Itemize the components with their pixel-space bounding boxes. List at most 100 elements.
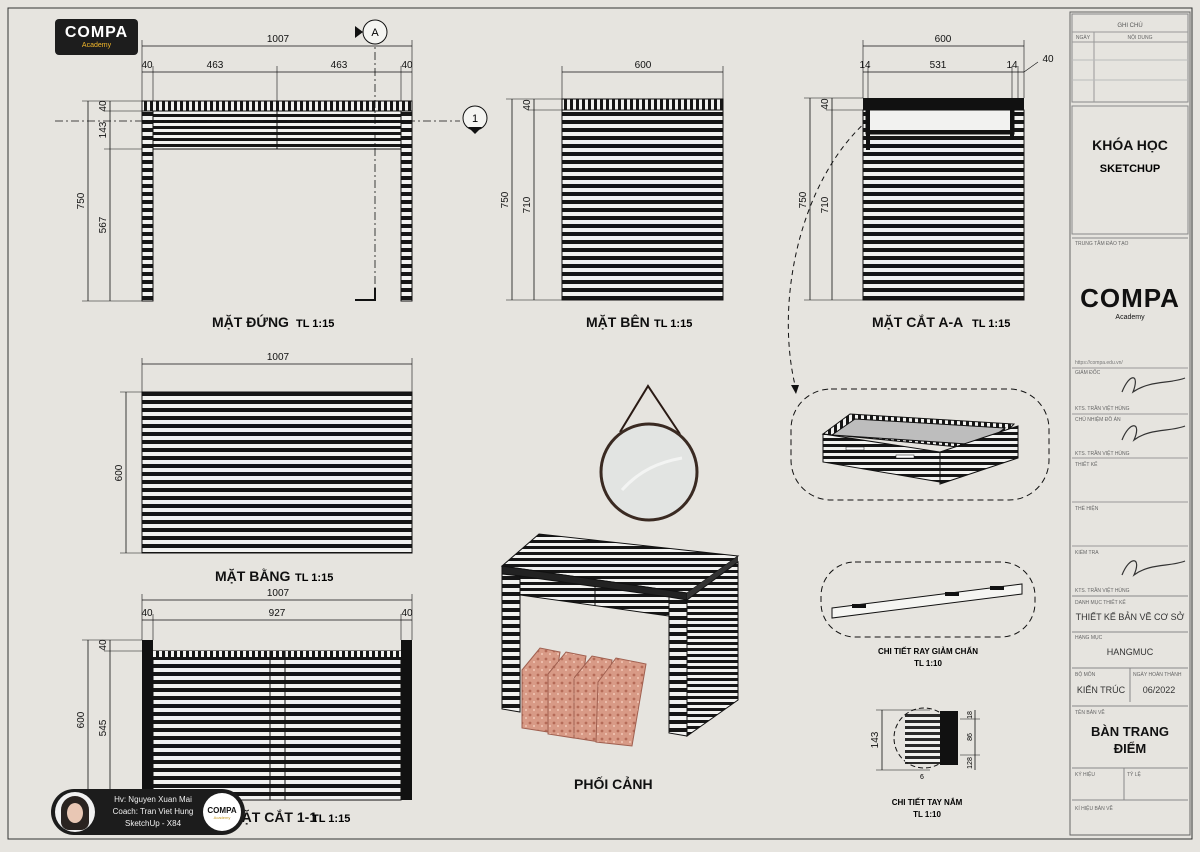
student-logo: COMPA Academy bbox=[203, 793, 241, 831]
chief-signature bbox=[1121, 425, 1186, 442]
director-name: KTS. TRẦN VIỆT HÙNG bbox=[1075, 404, 1130, 412]
logo-text: COMPA bbox=[64, 24, 129, 41]
aa-dim-h-top: 40 bbox=[820, 98, 831, 110]
side-view: 600 750 40 710 MẶT BÊN TL 1:15 bbox=[500, 60, 724, 330]
perspective-illustration: PHỐI CẢNH bbox=[500, 533, 740, 792]
aa-scale: TL 1:15 bbox=[972, 318, 1010, 330]
elev-title: MẶT ĐỨNG bbox=[212, 313, 289, 330]
sheet-label: TÊN BẢN VẼ bbox=[1075, 708, 1105, 716]
rail-title: CHI TIẾT RAY GIẢM CHẤN bbox=[878, 646, 978, 656]
title-block: GHI CHÚ NGÀY NỘI DUNG KHÓA HỌC SKETCHUP … bbox=[1071, 13, 1189, 812]
date-label: NGÀY HOÀN THÀNH bbox=[1133, 671, 1182, 678]
elev-dim-h-top: 40 bbox=[98, 100, 109, 112]
col-a: NGÀY bbox=[1076, 34, 1091, 41]
notes-header: GHI CHÚ bbox=[1117, 22, 1142, 29]
director-label: GIÁM ĐỐC bbox=[1075, 369, 1101, 376]
aa-dim-right: 14 bbox=[1006, 60, 1018, 71]
elev-dim-a: 463 bbox=[207, 60, 224, 71]
side-dim-width: 600 bbox=[635, 60, 652, 71]
sheet-border bbox=[7, 7, 1193, 840]
logo-sub: Academy bbox=[81, 42, 112, 49]
side-dim-h-body: 710 bbox=[522, 196, 533, 213]
rail-scale: TL 1:10 bbox=[914, 659, 942, 668]
elev-dim-left: 40 bbox=[141, 60, 153, 71]
student-line1: Hv: Nguyen Xuan Mai bbox=[114, 795, 192, 804]
plan-dim-width: 1007 bbox=[267, 352, 290, 363]
scale-label: TỶ LỆ bbox=[1127, 770, 1142, 778]
aa-dim-h-total: 750 bbox=[798, 191, 809, 208]
elevation-view: 1007 40 463 463 40 750 40 143 567 A bbox=[55, 19, 488, 330]
sheetno-label: KÝ HIỆU bbox=[1075, 770, 1095, 778]
elev-scale: TL 1:15 bbox=[296, 318, 334, 330]
aa-dim-left: 14 bbox=[859, 60, 871, 71]
handle-dim-a: 18 bbox=[967, 711, 974, 719]
side-dim-h-total: 750 bbox=[500, 191, 511, 208]
elev-dim-total: 1007 bbox=[267, 34, 290, 45]
plan-scale: TL 1:15 bbox=[295, 572, 333, 584]
tb-logo: COMPA bbox=[1080, 283, 1180, 313]
drawn-label: THỂ HIỆN bbox=[1075, 504, 1099, 512]
rail-detail: CHI TIẾT RAY GIẢM CHẤN TL 1:10 bbox=[820, 561, 1036, 668]
student-logo-text: COMPA bbox=[207, 806, 237, 815]
elev-dim-h-total: 750 bbox=[76, 192, 87, 209]
drawing-value: THIẾT KẾ BẢN VẼ CƠ SỞ bbox=[1076, 611, 1185, 622]
plan-dim-depth: 600 bbox=[114, 464, 125, 481]
s11-scale: TL 1:15 bbox=[312, 813, 350, 825]
tb-website: https://compa.edu.vn/ bbox=[1075, 360, 1123, 366]
chief-name: KTS. TRẦN VIỆT HÙNG bbox=[1075, 449, 1130, 457]
check-signature bbox=[1121, 560, 1186, 577]
compa-logo-badge: COMPA Academy bbox=[55, 19, 138, 55]
dept-label: BỘ MÔN bbox=[1075, 671, 1096, 678]
course-line1: KHÓA HỌC bbox=[1092, 136, 1168, 153]
s11-dim-mid: 927 bbox=[269, 608, 286, 619]
elev-dim-b: 463 bbox=[331, 60, 348, 71]
drawer-detail bbox=[790, 388, 1050, 501]
tb-logo-sub: Academy bbox=[1115, 314, 1145, 321]
mirror-illustration bbox=[599, 384, 699, 522]
title-block-frame bbox=[1069, 11, 1191, 836]
handle-title: CHI TIẾT TAY NẮM bbox=[892, 797, 963, 807]
section-mark-a: A bbox=[371, 27, 379, 39]
handle-dim-b: 86 bbox=[967, 733, 974, 741]
side-scale: TL 1:15 bbox=[654, 318, 692, 330]
director-signature bbox=[1121, 377, 1186, 394]
handle-dim-c: 128 bbox=[967, 757, 974, 769]
col-b: NỘI DUNG bbox=[1128, 34, 1153, 41]
s11-dim-h-body: 545 bbox=[98, 719, 109, 736]
perspective-title: PHỐI CẢNH bbox=[574, 775, 653, 792]
center-label: TRUNG TÂM ĐÀO TẠO bbox=[1075, 240, 1129, 247]
category-value: HANGMUC bbox=[1107, 647, 1154, 657]
side-title: MẶT BÊN bbox=[586, 313, 650, 330]
drawing-label: DANH MỤC THIẾT KẾ bbox=[1075, 599, 1126, 606]
plan-view: 1007 600 MẶT BẰNG TL 1:15 bbox=[114, 352, 413, 584]
avatar bbox=[55, 792, 95, 832]
s11-dim-h-total: 600 bbox=[76, 711, 87, 728]
section-aa-view: 600 14 531 14 40 750 40 710 MẶT CẮT A-A … bbox=[787, 34, 1054, 394]
section-11-view: 1007 40 927 40 600 40 545 MẶT CẮT 1-1 TL… bbox=[76, 588, 413, 825]
student-logo-sub: Academy bbox=[213, 815, 231, 820]
plan-title: MẶT BẰNG bbox=[215, 567, 291, 584]
design-label: THIẾT KẾ bbox=[1075, 461, 1098, 468]
category-label: HẠNG MỤC bbox=[1075, 635, 1103, 641]
course-line2: SKETCHUP bbox=[1100, 163, 1161, 175]
code-label: KÍ HIỆU BẢN VẼ bbox=[1075, 804, 1113, 812]
aa-dim-h-body: 710 bbox=[820, 196, 831, 213]
handle-dim-h: 143 bbox=[870, 731, 881, 748]
section-mark-1: 1 bbox=[472, 113, 478, 125]
side-dim-h-top: 40 bbox=[522, 99, 533, 111]
s11-dim-width: 1007 bbox=[267, 588, 290, 599]
student-line3: SketchUp - X84 bbox=[124, 819, 182, 828]
chief-label: CHỦ NHIỆM ĐỒ ÁN bbox=[1075, 415, 1121, 423]
date-value: 06/2022 bbox=[1143, 685, 1176, 695]
aa-dim-right-out: 40 bbox=[1042, 54, 1054, 65]
sheet-line1: BÀN TRANG bbox=[1091, 724, 1169, 739]
elev-dim-h-drawer: 143 bbox=[98, 121, 109, 138]
student-badge: Hv: Nguyen Xuan Mai Coach: Tran Viet Hun… bbox=[51, 789, 245, 835]
aa-title: MẶT CẮT A-A bbox=[872, 313, 963, 330]
student-info: Hv: Nguyen Xuan Mai Coach: Tran Viet Hun… bbox=[101, 794, 205, 830]
s11-title: MẶT CẮT 1-1 bbox=[230, 808, 317, 825]
handle-scale: TL 1:10 bbox=[913, 810, 941, 819]
student-line2: Coach: Tran Viet Hung bbox=[112, 807, 194, 816]
